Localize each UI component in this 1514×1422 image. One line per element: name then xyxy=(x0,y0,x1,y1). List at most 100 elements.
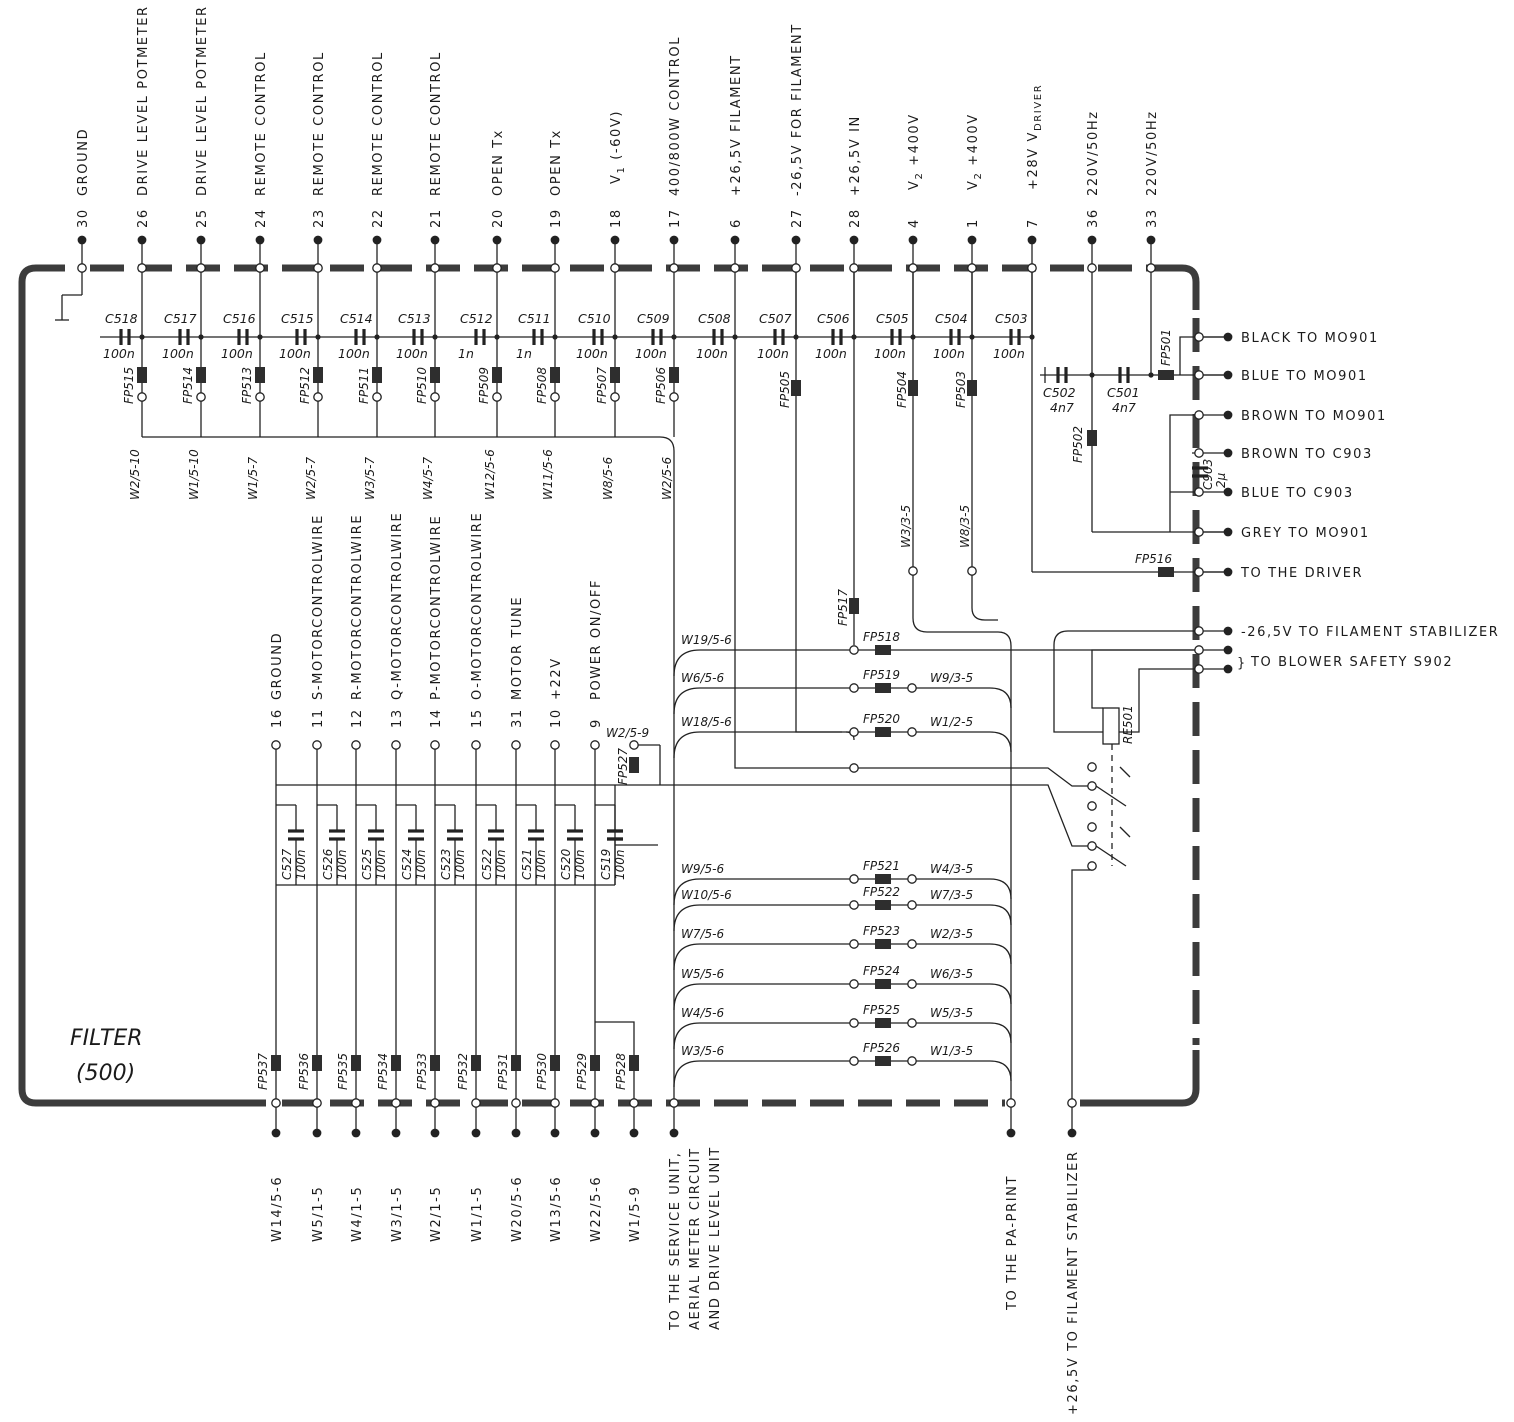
fp-label: FP503 xyxy=(954,371,968,408)
bottom-dot xyxy=(430,1128,440,1138)
pin-28-top-dot xyxy=(849,235,859,245)
bottom-terminal xyxy=(430,1098,440,1108)
pin-30-top-dot xyxy=(77,235,87,245)
output-terminal xyxy=(1194,332,1204,342)
cap-name: C503 xyxy=(995,311,1028,326)
fp-label: FP521 xyxy=(863,859,900,873)
feedthrough-FP507 xyxy=(610,367,620,383)
bottom-terminal xyxy=(1067,1098,1077,1108)
relay-stop xyxy=(1119,766,1131,778)
feedthrough-FP532 xyxy=(471,1055,481,1071)
pin-label: OPEN Tx xyxy=(549,129,564,196)
relay-contact xyxy=(1087,762,1097,772)
cap-value: 1n xyxy=(516,346,532,361)
cap-value: 100n xyxy=(933,346,965,361)
feedthrough-FP513 xyxy=(255,367,265,383)
relay-label: RE501 xyxy=(1121,705,1135,744)
pin-16-upper-terminal xyxy=(271,740,281,750)
pin-number: 4 xyxy=(907,218,922,228)
cap-value: 100n xyxy=(338,346,370,361)
feedthrough-FP521 xyxy=(875,874,891,884)
bottom-destination: TO THE SERVICE UNIT, xyxy=(668,1152,683,1331)
cap-name: C509 xyxy=(637,311,670,326)
pin-label: REMOTE CONTROL xyxy=(254,51,269,196)
cap-value: 100n xyxy=(576,346,608,361)
mains-node xyxy=(1148,372,1154,378)
pin9-branch xyxy=(595,1021,635,1099)
cap-value: 100n xyxy=(696,346,728,361)
pin-label: O-MOTORCONTROLWIRE xyxy=(470,512,485,700)
pin-label: 220V/50Hz xyxy=(1086,110,1101,196)
pin-number: 1 xyxy=(966,218,981,228)
cap-value: 100n xyxy=(993,346,1025,361)
pin-24-terminal xyxy=(255,263,265,273)
wire-label: W8/3-5 xyxy=(958,505,972,548)
relay-feed xyxy=(1053,630,1199,733)
pa-link-terminal xyxy=(907,1056,917,1066)
cap-value: 100n xyxy=(294,849,308,880)
cap-node xyxy=(793,334,799,340)
pin-lower-terminal xyxy=(669,392,679,402)
feedthrough-FP530 xyxy=(550,1055,560,1071)
relay-return xyxy=(1091,649,1199,709)
cap-value: 4n7 xyxy=(1112,400,1136,415)
bottom-terminal xyxy=(669,1098,679,1108)
pa-link-terminal xyxy=(907,683,917,693)
cap-name: C515 xyxy=(281,311,314,326)
pin-lower-terminal xyxy=(372,392,382,402)
output-dot xyxy=(1223,370,1233,380)
pin1-lower-terminal xyxy=(967,566,977,576)
pin33-black-wire xyxy=(1179,336,1226,375)
pin-23-top-dot xyxy=(313,235,323,245)
pin-7-top-dot xyxy=(1027,235,1037,245)
bottom-terminal xyxy=(391,1098,401,1108)
pin-26-terminal xyxy=(137,263,147,273)
feedthrough-FP501 xyxy=(1158,370,1174,380)
pin-number: 30 xyxy=(76,208,91,228)
pin-27-terminal xyxy=(791,263,801,273)
pa-link-terminal xyxy=(907,939,917,949)
wire-label: W9/3-5 xyxy=(930,671,973,685)
mains-node xyxy=(1089,372,1095,378)
feedthrough-FP510 xyxy=(430,367,440,383)
pin-label: +28V VDRIVER xyxy=(1026,84,1044,190)
output-label: BROWN TO MO901 xyxy=(1241,409,1387,424)
bottom-label: W4/1-5 xyxy=(350,1186,365,1242)
wire-label: W1/5-7 xyxy=(246,456,260,500)
output-dot xyxy=(1223,664,1233,674)
wire-label: W4/3-5 xyxy=(930,862,973,876)
feedthrough-FP515 xyxy=(137,367,147,383)
pin-label: +26,5V IN xyxy=(848,115,863,196)
feedthrough-FP523 xyxy=(875,939,891,949)
fp-label: FP532 xyxy=(456,1053,470,1090)
cap-name: C501 xyxy=(1107,385,1140,400)
fp-label: FP526 xyxy=(863,1041,900,1055)
pin-label: MOTOR TUNE xyxy=(510,596,525,700)
pin-lower-terminal xyxy=(610,392,620,402)
output-dot xyxy=(1223,626,1233,636)
pa-link-left xyxy=(673,878,850,906)
cap-name: C511 xyxy=(518,311,551,326)
fp-label: FP527 xyxy=(616,748,630,785)
fp-label: FP512 xyxy=(298,367,312,404)
bottom-label: W3/1-5 xyxy=(390,1186,405,1242)
cap-name: C514 xyxy=(340,311,373,326)
pin-label: +22V xyxy=(549,657,564,700)
cap-value: 100n xyxy=(494,849,508,880)
bottom-destination: AERIAL METER CIRCUIT xyxy=(688,1147,703,1330)
cap-value: 2μ xyxy=(1214,472,1228,488)
pin-1-top-dot xyxy=(967,235,977,245)
feedthrough-FP531 xyxy=(511,1055,521,1071)
bottom-dot xyxy=(1067,1128,1077,1138)
feedthrough-FP520 xyxy=(875,727,891,737)
pin-number: 23 xyxy=(312,208,327,228)
fp-label: FP514 xyxy=(181,367,195,404)
feedthrough-FP525 xyxy=(875,1018,891,1028)
pin-number: 24 xyxy=(254,208,269,228)
filament-node xyxy=(849,763,859,773)
pin-label: S-MOTORCONTROLWIRE xyxy=(311,514,326,700)
output-label: BROWN TO C903 xyxy=(1241,447,1373,462)
cap-node xyxy=(851,334,857,340)
pin-number: 27 xyxy=(790,208,805,228)
